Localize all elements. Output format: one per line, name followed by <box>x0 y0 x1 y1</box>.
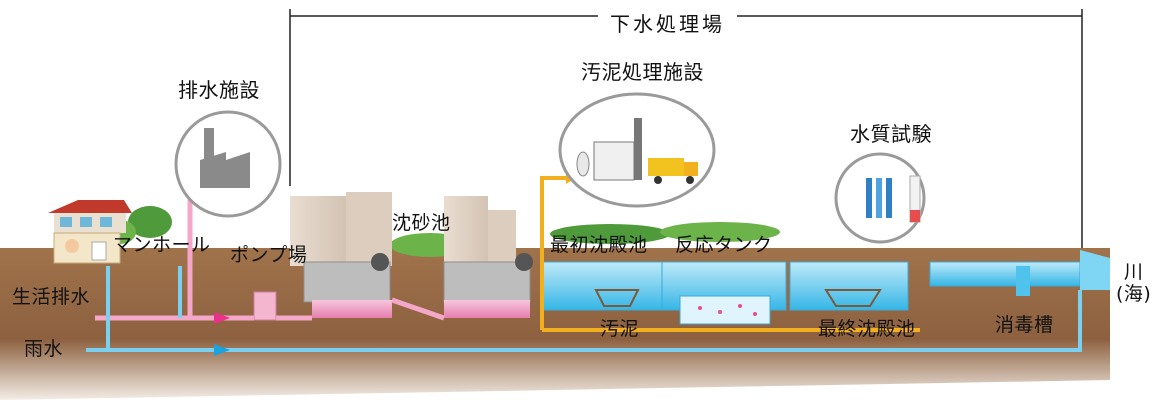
label-sludge-facility: 汚泥処理施設 <box>581 60 704 84</box>
label-river: 川 (海) <box>1116 261 1152 306</box>
house-icon <box>48 200 132 264</box>
pump-station-tank <box>253 253 392 321</box>
label-grit-chamber: 沈砂池 <box>392 212 451 234</box>
primary-sedimentation-tank <box>541 261 663 311</box>
label-rainwater: 雨水 <box>24 338 64 360</box>
test-tube-icon <box>866 175 921 223</box>
label-final-sedimentation: 最終沈殿池 <box>818 318 916 340</box>
label-pump-station: ポンプ場 <box>230 244 308 266</box>
label-water-quality-test: 水質試験 <box>850 122 932 146</box>
label-disinfection-tank: 消毒槽 <box>995 314 1054 336</box>
grit-chamber-tank <box>443 253 533 318</box>
label-manhole: マンホール <box>113 234 211 256</box>
reaction-tank <box>661 261 787 325</box>
page-title: 下水処理場 <box>598 8 737 37</box>
water-quality-test-bubble <box>834 152 926 244</box>
arrow-right-icon <box>214 312 230 324</box>
sludge-line <box>540 176 920 332</box>
factory-icon <box>200 128 250 188</box>
drainage-facility-bubble <box>174 110 282 218</box>
label-reaction-tank: 反応タンク <box>675 234 773 256</box>
label-drainage-facility: 排水施設 <box>178 78 260 102</box>
label-river-line1: 川 <box>1123 261 1144 283</box>
label-domestic-wastewater: 生活排水 <box>12 286 91 308</box>
disinfection-tank <box>929 250 1110 296</box>
arrow-right-icon <box>214 344 230 356</box>
rain-pipe <box>86 266 1082 352</box>
label-sludge: 汚泥 <box>600 318 640 340</box>
greenery <box>104 206 780 257</box>
label-river-line2: (海) <box>1116 282 1152 305</box>
truck-icon <box>648 158 698 184</box>
plant-buildings <box>290 192 516 266</box>
final-sedimentation-tank <box>789 261 909 311</box>
label-primary-sedimentation: 最初沈殿池 <box>550 234 648 256</box>
sludge-facility-bubble <box>558 92 716 208</box>
